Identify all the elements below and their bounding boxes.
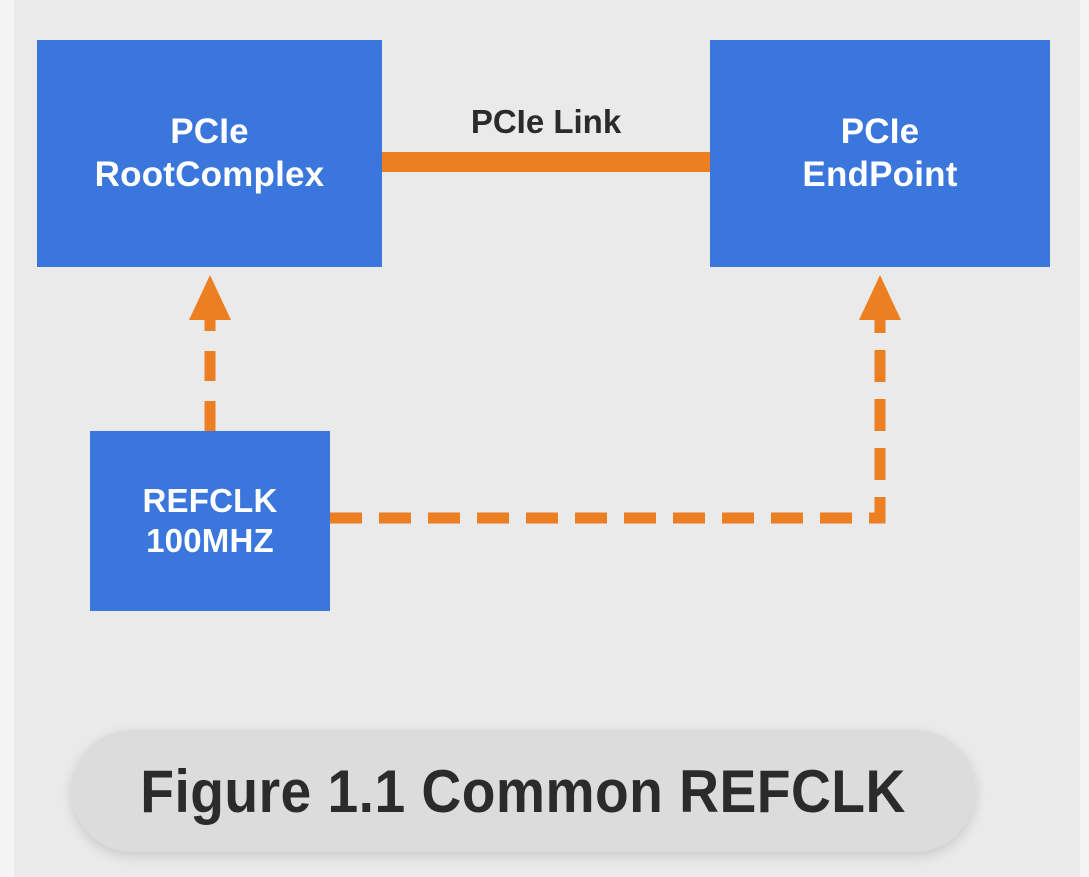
node-endpoint-line1: PCIe: [840, 111, 920, 151]
node-refclk-line1: REFCLK: [142, 481, 278, 519]
figure-caption-text: Figure 1.1 Common REFCLK: [140, 757, 907, 825]
node-refclk-source[interactable]: REFCLK 100MHZ: [90, 431, 330, 611]
node-pcie-rootcomplex[interactable]: PCIe RootComplex: [37, 40, 382, 267]
node-refclk-line2: 100MHZ: [146, 522, 274, 559]
pcie-link-connector: [380, 152, 712, 172]
node-endpoint-line2: EndPoint: [802, 154, 958, 194]
pcie-link-label: PCIe Link: [470, 103, 622, 140]
node-rootcomplex-line1: PCIe: [170, 111, 249, 151]
node-pcie-endpoint[interactable]: PCIe EndPoint: [710, 40, 1050, 267]
figure-caption-pill: Figure 1.1 Common REFCLK: [72, 730, 975, 852]
node-rootcomplex-line2: RootComplex: [94, 154, 325, 194]
